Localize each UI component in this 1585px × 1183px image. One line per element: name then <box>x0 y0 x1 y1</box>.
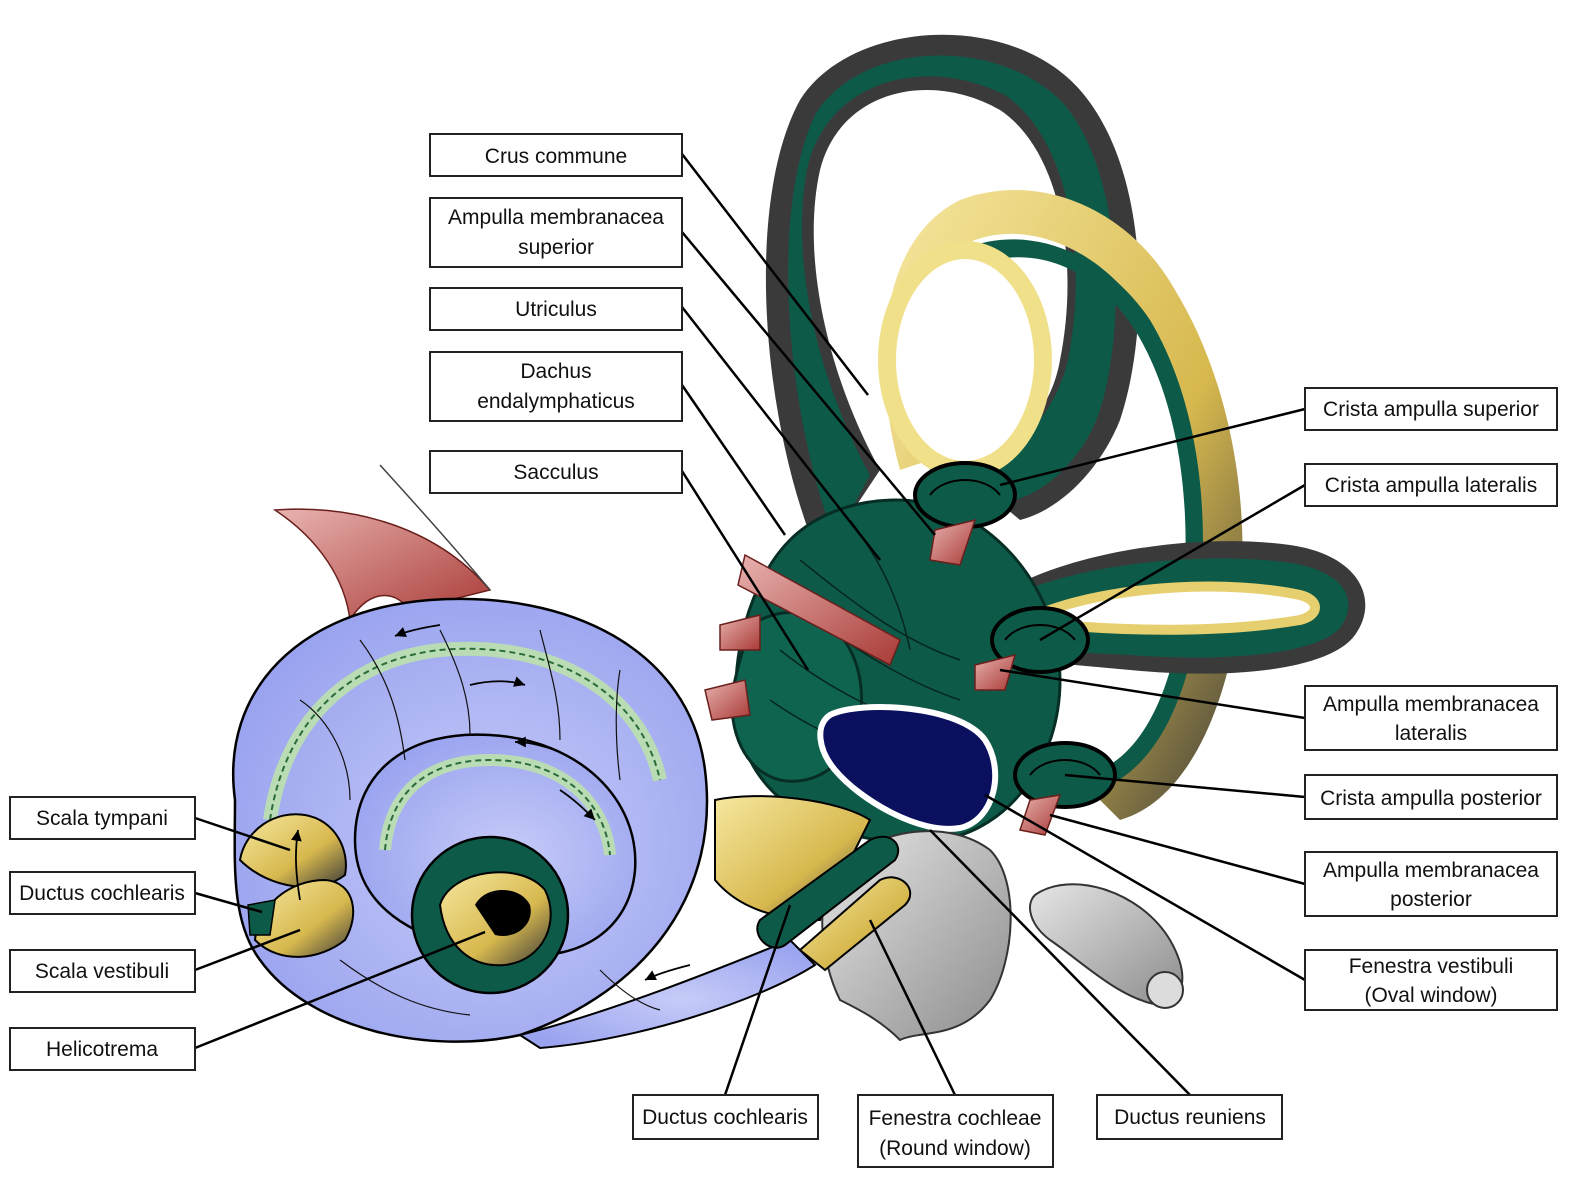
svg-text:Crista ampulla superior: Crista ampulla superior <box>1323 398 1539 421</box>
svg-text:Ampulla membranacea: Ampulla membranacea <box>1323 859 1539 882</box>
label-crista-lateralis: Crista ampulla lateralis <box>1305 464 1557 506</box>
nerve-bundle <box>720 615 760 650</box>
svg-text:lateralis: lateralis <box>1395 722 1467 745</box>
label-utriculus: Utriculus <box>430 288 682 330</box>
label-scala-vestibuli: Scala vestibuli <box>10 950 195 992</box>
label-helicotrema: Helicotrema <box>10 1028 195 1070</box>
svg-text:(Round window): (Round window) <box>879 1137 1031 1160</box>
label-scala-tympani: Scala tympani <box>10 797 195 839</box>
svg-text:Ampulla membranacea: Ampulla membranacea <box>448 206 664 229</box>
label-fenestra-vestibuli: Fenestra vestibuli (Oval window) <box>1305 950 1557 1010</box>
label-dachus: Dachus endalymphaticus <box>430 352 682 421</box>
label-crista-posterior: Crista ampulla posterior <box>1305 775 1557 819</box>
svg-text:Crista ampulla posterior: Crista ampulla posterior <box>1320 787 1542 810</box>
svg-text:Ampulla membranacea: Ampulla membranacea <box>1323 693 1539 716</box>
label-ampulla-posterior: Ampulla membranacea posterior <box>1305 852 1557 916</box>
svg-text:Sacculus: Sacculus <box>513 461 598 484</box>
label-crus-commune: Crus commune <box>430 134 682 176</box>
label-ductus-cochlearis-left: Ductus cochlearis <box>10 872 195 914</box>
label-ampulla-lateralis: Ampulla membranacea lateralis <box>1305 686 1557 750</box>
label-ductus-cochlearis-bottom: Ductus cochlearis <box>633 1095 818 1139</box>
svg-text:(Oval window): (Oval window) <box>1364 984 1497 1007</box>
label-crista-superior: Crista ampulla superior <box>1305 388 1557 430</box>
svg-text:superior: superior <box>518 236 594 259</box>
vestibule <box>705 463 1115 842</box>
svg-text:Ductus cochlearis: Ductus cochlearis <box>19 882 185 905</box>
svg-text:endalymphaticus: endalymphaticus <box>477 390 635 413</box>
svg-text:Fenestra cochleae: Fenestra cochleae <box>869 1107 1042 1130</box>
label-ampulla-superior: Ampulla membranacea superior <box>430 198 682 267</box>
svg-text:Helicotrema: Helicotrema <box>46 1038 158 1061</box>
svg-text:Fenestra vestibuli: Fenestra vestibuli <box>1349 955 1514 978</box>
svg-text:Utriculus: Utriculus <box>515 298 597 321</box>
label-sacculus: Sacculus <box>430 451 682 493</box>
svg-text:Scala tympani: Scala tympani <box>36 807 168 830</box>
label-fenestra-cochleae: Fenestra cochleae (Round window) <box>858 1095 1053 1167</box>
svg-text:Ductus cochlearis: Ductus cochlearis <box>642 1106 808 1129</box>
helicotrema-apex <box>412 837 568 993</box>
svg-text:Ductus reuniens: Ductus reuniens <box>1114 1106 1266 1129</box>
nerve-bundle <box>705 680 750 720</box>
svg-text:Scala vestibuli: Scala vestibuli <box>35 960 169 983</box>
svg-text:Crus commune: Crus commune <box>485 145 627 168</box>
svg-text:Dachus: Dachus <box>520 360 591 383</box>
svg-text:Crista ampulla lateralis: Crista ampulla lateralis <box>1325 474 1537 497</box>
label-ductus-reuniens: Ductus reuniens <box>1097 1095 1282 1139</box>
crista-superior <box>915 463 1015 527</box>
svg-text:posterior: posterior <box>1390 888 1472 911</box>
